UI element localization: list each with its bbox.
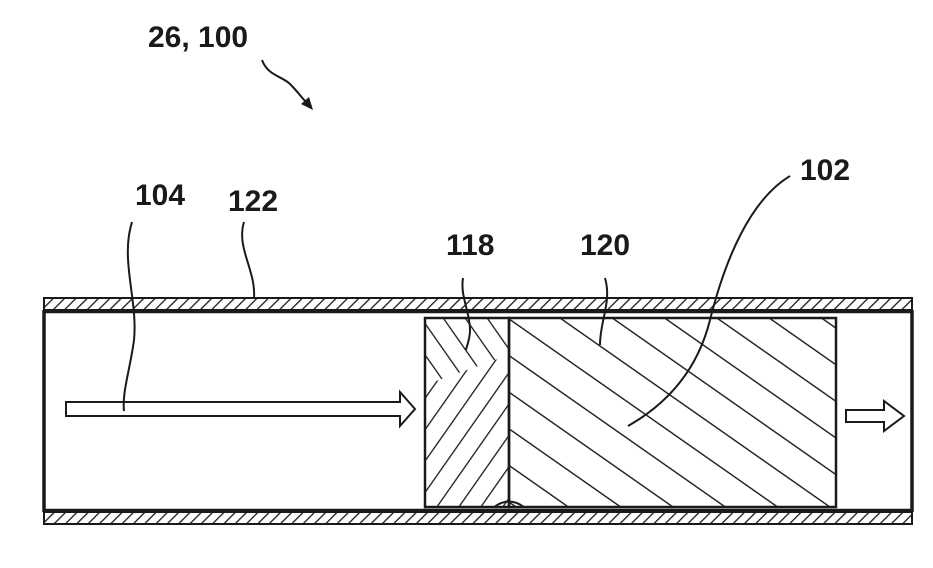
label-104: 104 (135, 179, 185, 212)
leader-104 (124, 222, 135, 411)
label-26-100: 26, 100 (148, 21, 248, 54)
tube-bottom-wall (44, 512, 912, 524)
label-120: 120 (580, 229, 630, 262)
inlet-flow-arrow (66, 392, 415, 426)
outlet-flow-arrow (846, 401, 904, 431)
label-122: 122 (228, 185, 278, 218)
tube-top-wall (44, 298, 912, 310)
leader-122 (242, 222, 254, 298)
label-118: 118 (446, 229, 494, 262)
segment-120 (509, 318, 836, 507)
label-102: 102 (800, 154, 850, 187)
leader-26-100 (262, 60, 306, 102)
